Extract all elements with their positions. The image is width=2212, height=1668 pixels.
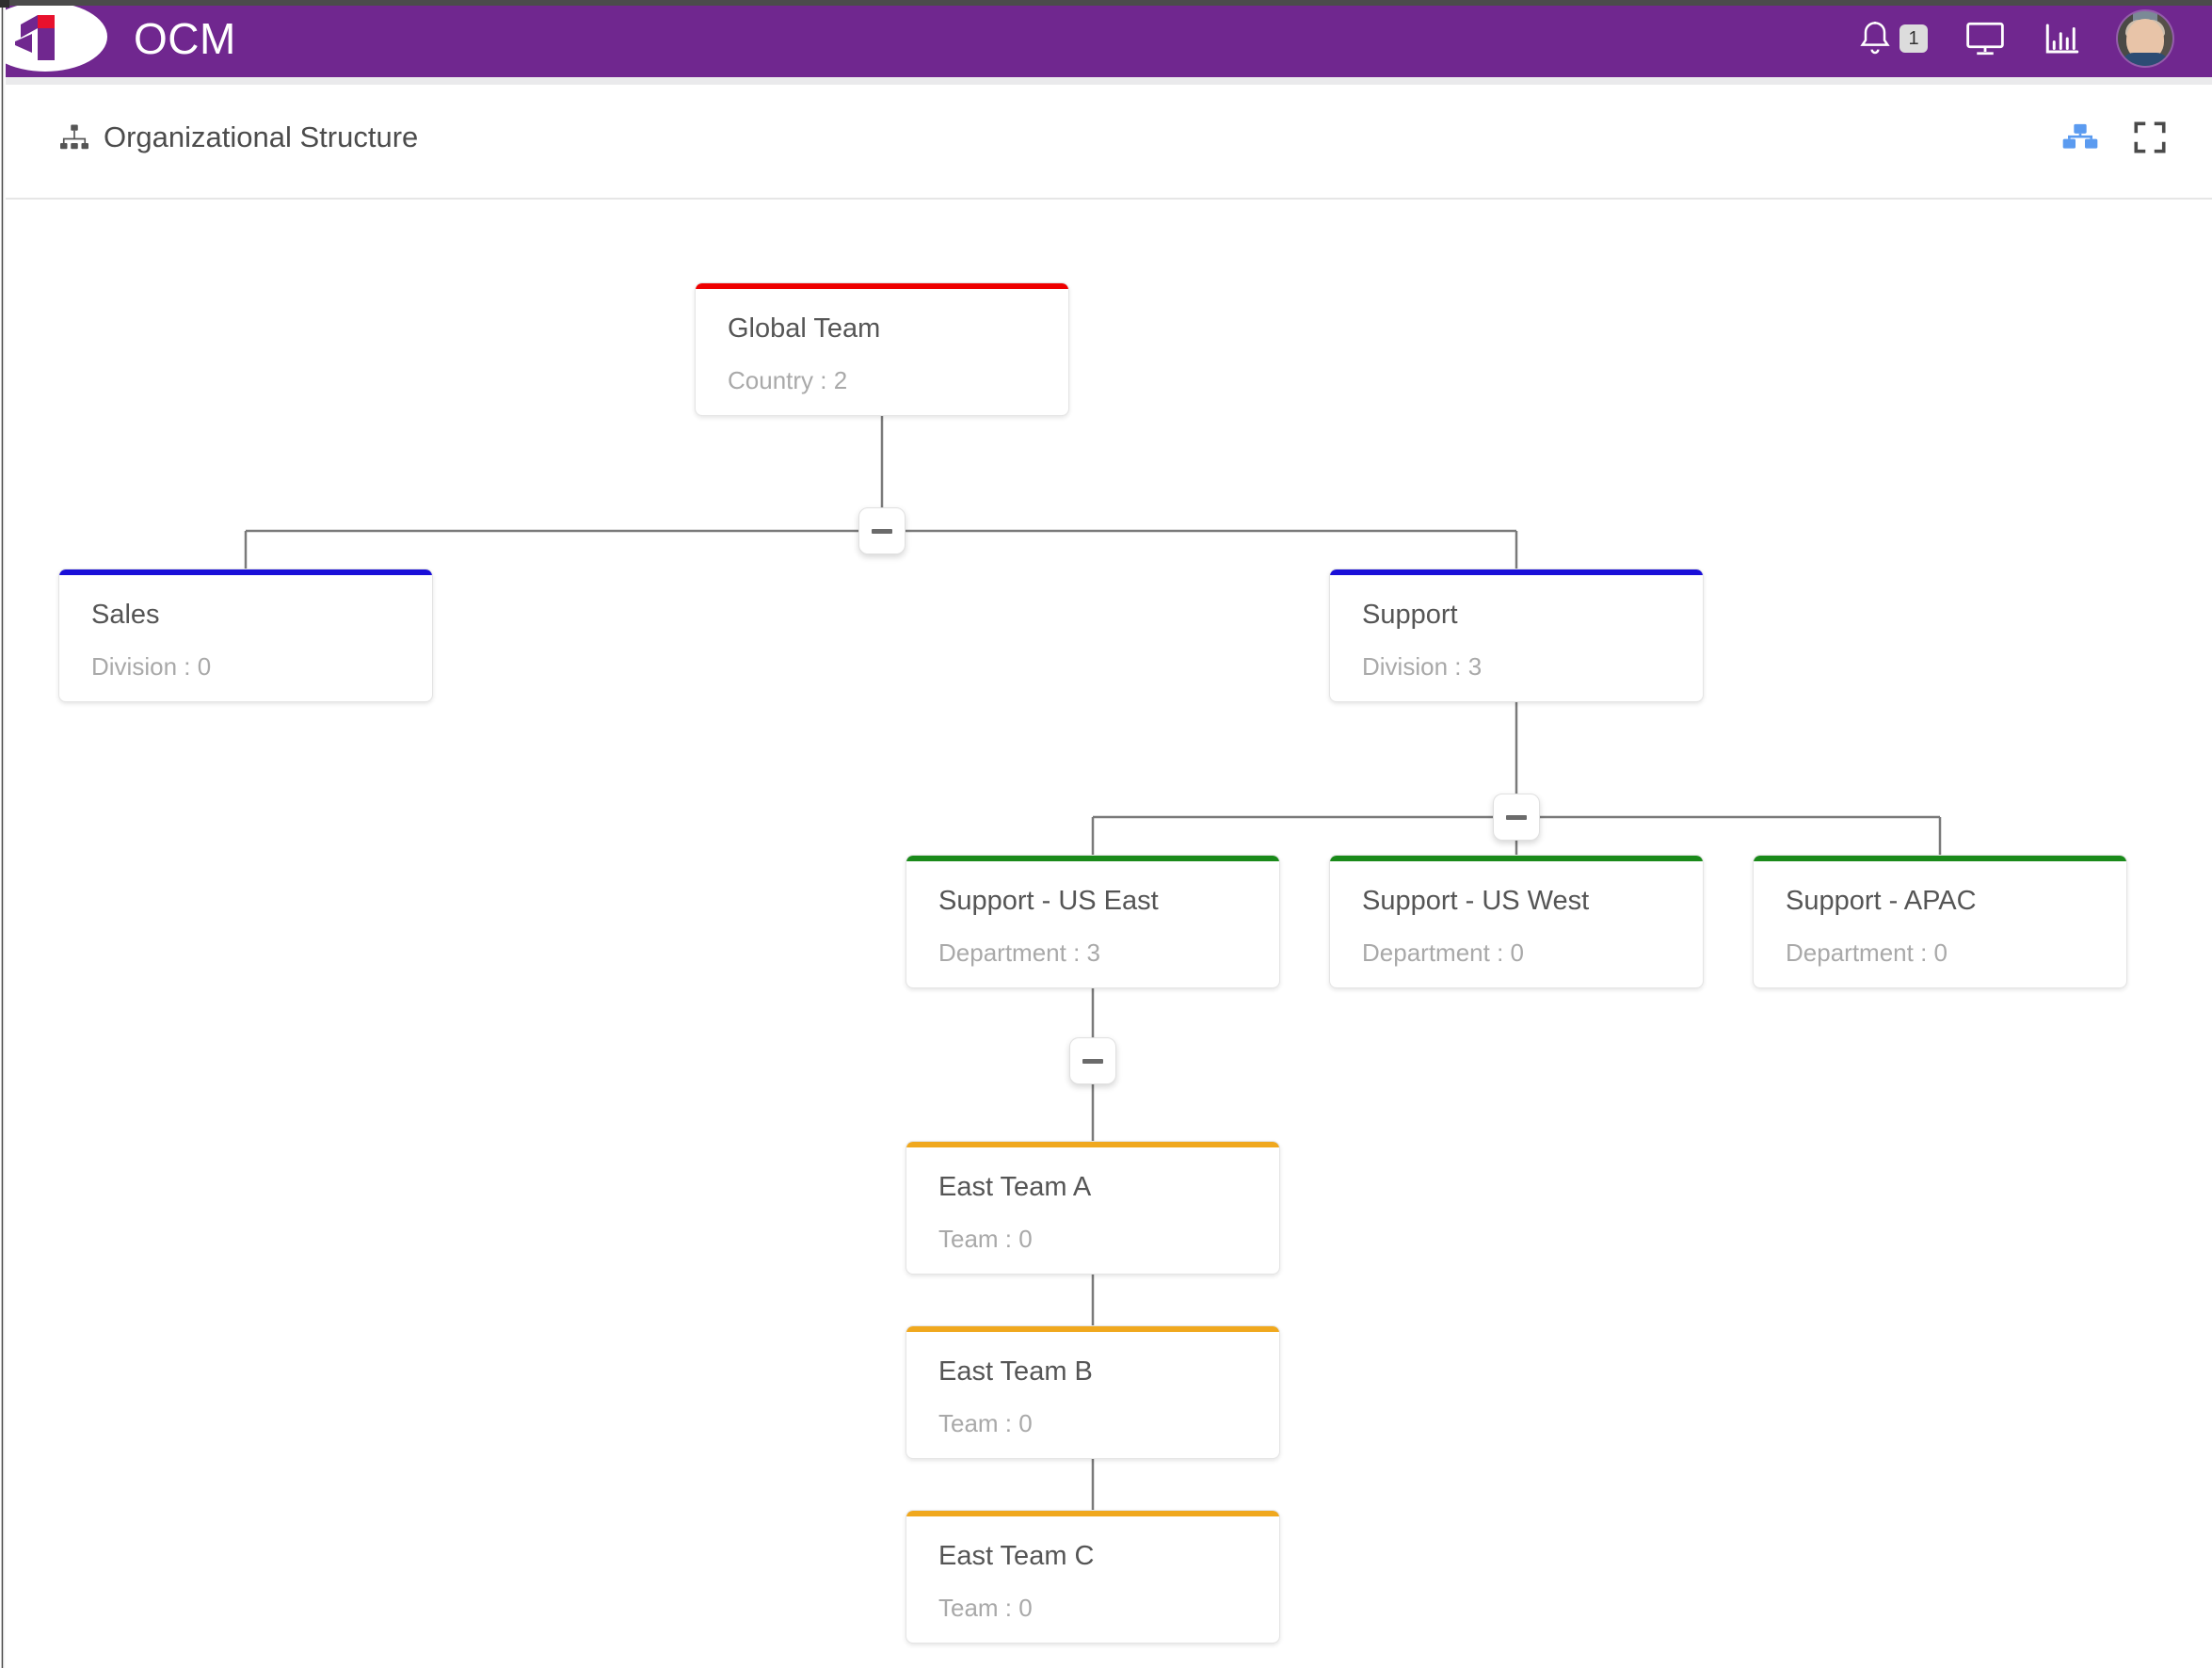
bell-icon — [1860, 22, 1890, 55]
background-window-titlebar-edge — [0, 0, 9, 8]
org-node-support-us-east[interactable]: Support - US East Department : 3 — [906, 855, 1280, 988]
page-titlebar: Organizational Structure — [0, 77, 2212, 200]
node-title: Global Team — [728, 313, 881, 344]
minus-icon — [1082, 1058, 1103, 1064]
app-logo[interactable] — [0, 0, 113, 77]
node-accent-bar — [1330, 856, 1703, 861]
fullscreen-button[interactable] — [2133, 120, 2167, 154]
minus-icon — [872, 528, 892, 534]
collapse-toggle-support[interactable] — [1493, 794, 1540, 841]
bar-chart-icon — [2045, 24, 2079, 54]
collapse-toggle-global[interactable] — [858, 507, 906, 554]
titlebar-top-shade — [0, 77, 2212, 85]
monitor-button[interactable] — [1964, 19, 2007, 58]
org-node-support-us-west[interactable]: Support - US West Department : 0 — [1329, 855, 1704, 988]
org-chart-icon — [60, 124, 88, 150]
avatar[interactable] — [2118, 11, 2172, 66]
node-meta: Division : 3 — [1362, 652, 1483, 681]
org-node-east-team-c[interactable]: East Team C Team : 0 — [906, 1510, 1280, 1644]
node-accent-bar — [696, 283, 1068, 289]
org-node-east-team-b[interactable]: East Team B Team : 0 — [906, 1325, 1280, 1459]
node-title: East Team B — [938, 1356, 1093, 1387]
node-title: Sales — [91, 600, 160, 630]
node-meta: Department : 3 — [938, 938, 1100, 967]
node-meta: Team : 0 — [938, 1409, 1033, 1437]
node-meta: Team : 0 — [938, 1594, 1033, 1622]
org-layout-icon — [2062, 123, 2098, 149]
org-chart-canvas[interactable]: Global Team Country : 2 Sales Division :… — [0, 200, 2212, 1668]
node-meta: Country : 2 — [728, 366, 848, 394]
node-meta: Department : 0 — [1786, 938, 1948, 967]
node-title: East Team A — [938, 1172, 1092, 1202]
node-accent-bar — [906, 1326, 1279, 1332]
monitor-icon — [1966, 22, 2004, 56]
notification-badge: 1 — [1899, 24, 1928, 53]
node-title: Support - APAC — [1786, 886, 1977, 916]
collapse-toggle-us-east[interactable] — [1069, 1037, 1116, 1084]
layout-toggle-button[interactable] — [2061, 121, 2099, 153]
org-node-global-team[interactable]: Global Team Country : 2 — [695, 282, 1069, 416]
ocm-logo-icon — [15, 15, 55, 60]
page-title: Organizational Structure — [104, 120, 419, 153]
window-chrome-strip — [0, 0, 2212, 6]
node-meta: Division : 0 — [91, 652, 212, 681]
node-accent-bar — [906, 856, 1279, 861]
brand-title: OCM — [134, 14, 236, 63]
node-accent-bar — [59, 569, 432, 575]
org-node-sales[interactable]: Sales Division : 0 — [58, 569, 433, 702]
org-node-support[interactable]: Support Division : 3 — [1329, 569, 1704, 702]
background-window-edge — [0, 0, 6, 1668]
page-actions — [2061, 120, 2212, 154]
node-meta: Team : 0 — [938, 1225, 1033, 1253]
node-title: Support - US East — [938, 886, 1159, 916]
minus-icon — [1506, 814, 1527, 820]
node-title: Support - US West — [1362, 886, 1590, 916]
fullscreen-icon — [2134, 121, 2166, 153]
node-title: East Team C — [938, 1541, 1095, 1571]
node-accent-bar — [906, 1142, 1279, 1147]
org-node-support-apac[interactable]: Support - APAC Department : 0 — [1753, 855, 2127, 988]
node-accent-bar — [1330, 569, 1703, 575]
node-title: Support — [1362, 600, 1458, 630]
node-meta: Department : 0 — [1362, 938, 1524, 967]
page-title-group: Organizational Structure — [0, 120, 418, 154]
org-node-east-team-a[interactable]: East Team A Team : 0 — [906, 1141, 1280, 1275]
notifications-button[interactable]: 1 — [1856, 18, 1928, 59]
app-header: OCM 1 — [0, 0, 2212, 77]
node-accent-bar — [1754, 856, 2126, 861]
node-accent-bar — [906, 1511, 1279, 1516]
header-actions: 1 — [1856, 11, 2212, 66]
analytics-button[interactable] — [2043, 19, 2082, 58]
avatar-shirt — [2121, 53, 2170, 66]
